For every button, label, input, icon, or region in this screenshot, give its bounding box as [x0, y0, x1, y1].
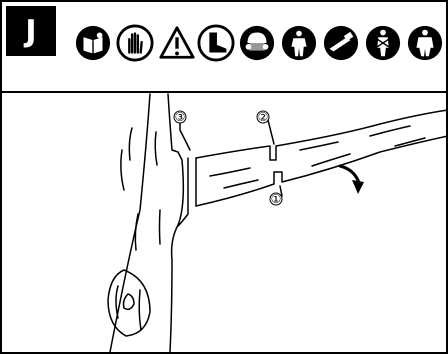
- cut-label-2: ②: [258, 110, 269, 124]
- trunk-left-edge: [110, 94, 150, 352]
- cut-label-1: ①: [271, 192, 282, 206]
- cut-label-3: ③: [175, 110, 186, 124]
- falling-arrow-head: [352, 180, 364, 194]
